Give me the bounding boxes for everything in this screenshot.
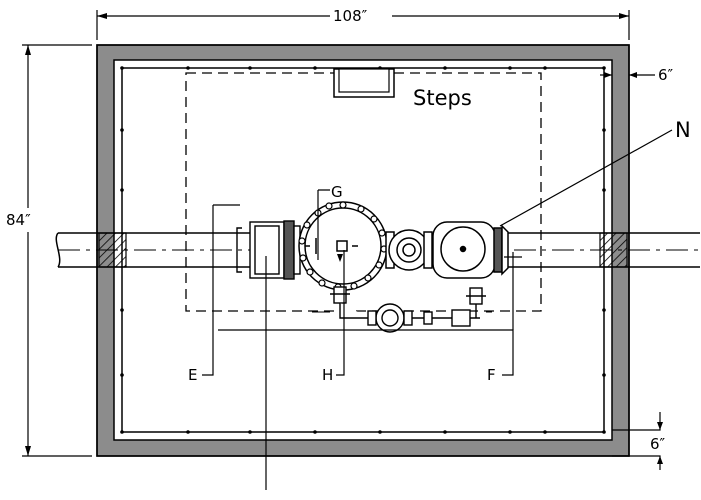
bypass-piping [312, 286, 492, 333]
overall-height-dimension [22, 44, 92, 457]
overall-width-dimension [96, 10, 630, 40]
check-valve [385, 229, 433, 271]
callout-e: E [188, 366, 197, 384]
coupling-assembly [236, 220, 301, 280]
control-valve [432, 221, 509, 279]
wall-sleeve-right [599, 232, 628, 268]
pipe-left [58, 232, 250, 268]
steps-label: Steps [413, 86, 472, 110]
wall-thickness-bottom-label: 6″ [650, 435, 666, 453]
strainer-body [298, 201, 388, 291]
callout-f: F [487, 366, 496, 384]
steps [333, 68, 395, 98]
wall-sleeve-left [98, 232, 127, 268]
overall-width-label: 108″ [333, 7, 368, 25]
dimension-lines [202, 74, 673, 490]
dimension-arrows [337, 72, 663, 464]
overall-height-label: 84″ [6, 211, 31, 229]
wall-thickness-top-label: 6″ [658, 66, 674, 84]
wall-bolts [120, 66, 606, 434]
callout-h: H [322, 366, 333, 384]
callout-n: N [675, 118, 691, 142]
callout-g: G [331, 183, 343, 201]
